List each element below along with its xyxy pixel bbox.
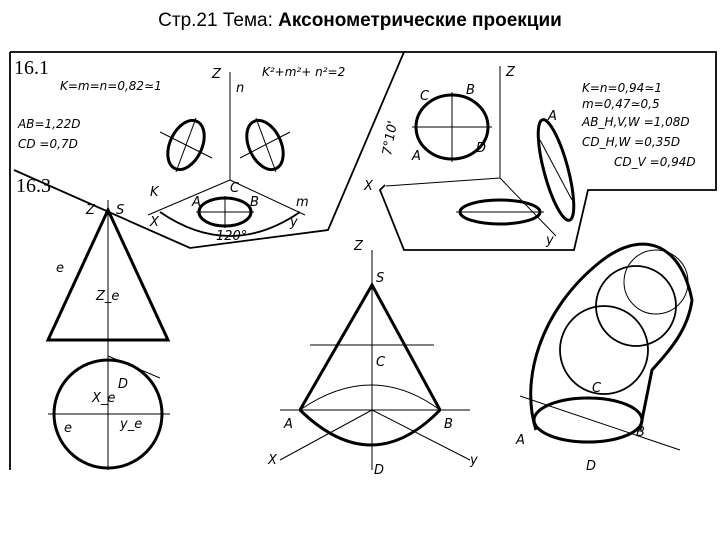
axon-z-label: Z [353,239,364,254]
top-d-label: D [118,377,128,392]
point-e-label: e [56,261,64,276]
axis-x-right-label: X [363,179,374,194]
point-a-label: A [191,195,201,210]
point-a-right-label: A [411,149,421,164]
elbow-pipe-drawing: A B C D [515,242,694,474]
cone-top-view: D e X_e y_e [48,355,170,470]
top-xe-label: X_e [91,391,115,406]
point-b-label: B [250,195,259,210]
formula-cd: CD =0,7D [18,137,78,151]
section-16-3: 16.3 [16,175,51,197]
axon-d-label: D [374,463,384,478]
axis-k-label: K [150,185,160,200]
page-title: Стр.21 Тема: Аксонометрические проекции [0,10,720,32]
frame-16-1 [9,51,717,470]
axis-m-label: m [296,195,309,210]
page-title-prefix: Стр.21 Тема: [158,10,279,31]
point-a-side-label: A [547,109,557,124]
point-c-label: C [230,181,240,196]
point-c-right-label: C [420,89,430,104]
pipe-c-label: C [592,381,602,396]
formula-k: K=n=0,94≃1 [582,81,662,95]
section-16-1: 16.1 [14,57,49,79]
cone-front-view: Z S e Z_e [45,200,171,470]
isometric-axes-drawing: Z n K X m y 120° C B A [147,67,309,244]
pipe-b-label: B [636,425,645,440]
angle-120-label: 120° [216,229,247,244]
top-e-label: e [64,421,72,436]
point-b-right-label: B [466,83,475,98]
axonometric-cone: Z S C A B D X y [267,239,478,478]
cone-s-label: S [116,203,124,218]
axon-c-label: C [376,355,386,370]
formula-square-sum: K²+m²+ n²=2 [262,65,345,79]
axis-n-label: n [236,81,244,96]
cone-z-label: Z [85,203,96,218]
axis-z-right-label: Z [505,65,516,80]
ze-label: Z_e [95,289,119,304]
axon-b-label: B [444,417,453,432]
page-title-topic: Аксонометрические проекции [278,10,562,31]
axis-y-right-label: y [545,233,554,248]
formula-cd-v: CD_V =0,94D [614,155,696,169]
formula-coefficients: K=m=n=0,82≃1 [60,79,162,93]
axon-s-label: S [376,271,384,286]
axon-y-label: y [469,453,478,468]
formula-cd-hw: CD_H,W =0,35D [582,135,680,149]
axon-a-label: A [283,417,293,432]
axis-x-label: X [149,215,160,230]
axis-z-label: Z [211,67,222,82]
top-ye-label: y_e [119,417,142,432]
axis-y-label: y [289,215,298,230]
dimetric-axes-drawing: Z X y 7°10' C B A D A [363,65,576,248]
axon-x-label: X [267,453,278,468]
pipe-d-label: D [586,459,596,474]
pipe-a-label: A [515,433,525,448]
formula-m: m=0,47≃0,5 [582,97,660,111]
formula-ab: AB=1,22D [17,117,80,131]
point-d-right-label: D [476,141,486,156]
angle-7-label: 7°10' [380,120,401,157]
formula-ab-hvw: AB_H,V,W =1,08D [581,115,690,129]
